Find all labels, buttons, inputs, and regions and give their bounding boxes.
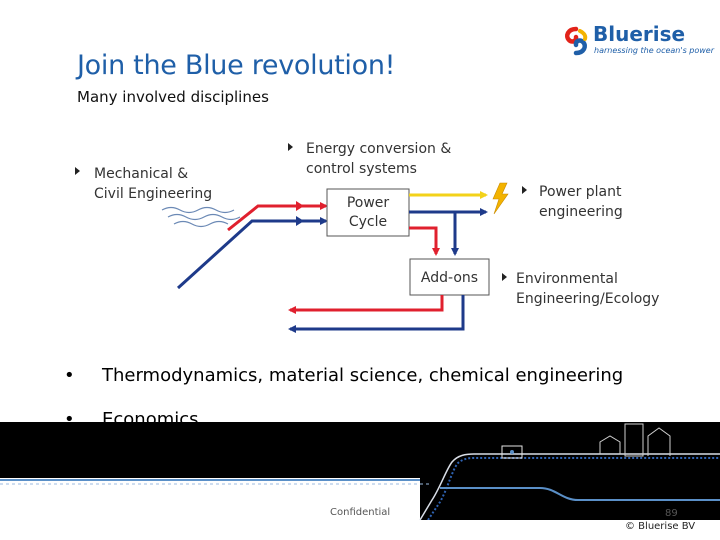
- environmental-label-line1: Environmental: [516, 271, 618, 287]
- mechanical-label-line2: Civil Engineering: [94, 186, 212, 202]
- add-ons-label: Add-ons: [421, 270, 478, 286]
- energy-triangle-icon: [288, 143, 293, 151]
- power-cycle-label-line1: Power: [347, 195, 390, 211]
- footer-ocean-illustration: [0, 422, 720, 520]
- power-plant-label-line2: engineering: [539, 204, 623, 220]
- energy-label-line1: Energy conversion &: [306, 141, 451, 157]
- swirl-logo-icon: [565, 26, 588, 56]
- logo-name: Bluerise: [593, 22, 686, 46]
- page-number: 89: [665, 508, 678, 519]
- environmental-label-line2: Engineering/Ecology: [516, 291, 659, 307]
- lightning-bolt-icon: [492, 182, 509, 215]
- bluerise-logo: Bluerise harnessing the ocean's power: [563, 22, 715, 58]
- power-cycle-box: [326, 188, 410, 237]
- confidential-label: Confidential: [330, 507, 391, 518]
- disciplines-diagram: Mechanical & Civil Engineering Energy co…: [75, 141, 659, 333]
- power-plant-label-line1: Power plant: [539, 184, 622, 200]
- mechanical-label-line1: Mechanical &: [94, 166, 188, 182]
- environmental-triangle-icon: [502, 273, 507, 281]
- cold-outflow-arrow: [288, 295, 465, 333]
- waves-icon: [161, 206, 241, 228]
- logo-tagline: harnessing the ocean's power: [594, 46, 714, 55]
- add-ons-box: [409, 258, 490, 296]
- mechanical-triangle-icon: [75, 167, 80, 175]
- cold-water-inflow: [176, 217, 328, 290]
- bullet-item: Thermodynamics, material science, chemic…: [64, 362, 623, 406]
- slide-title: Join the Blue revolution!: [77, 50, 396, 81]
- power-plant-triangle-icon: [522, 186, 527, 194]
- copyright-notice: © Bluerise BV: [625, 521, 696, 532]
- warm-water-inflow: [227, 202, 328, 232]
- warm-to-addons-arrow: [409, 226, 440, 256]
- slide-subtitle: Many involved disciplines: [77, 88, 269, 106]
- warm-outflow-arrow: [288, 295, 444, 314]
- energy-label-line2: control systems: [306, 161, 417, 177]
- power-cycle-label-line2: Cycle: [349, 214, 387, 230]
